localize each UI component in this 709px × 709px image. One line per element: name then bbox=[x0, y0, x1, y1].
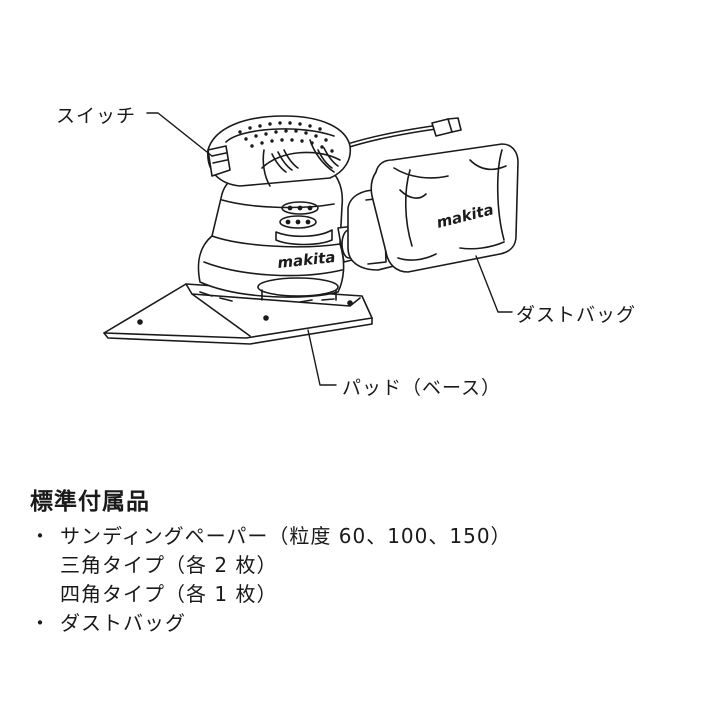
leader-lines bbox=[146, 112, 513, 386]
sander-body bbox=[197, 165, 345, 301]
bullet: ・ bbox=[30, 611, 51, 635]
leader-switch bbox=[146, 112, 213, 157]
switch-label: スイッチ bbox=[56, 105, 137, 127]
accessory-item-text: ダストバッグ bbox=[60, 611, 186, 635]
accessory-item: ・ ダストバッグ bbox=[30, 609, 185, 638]
accessories-title: 標準付属品 bbox=[30, 489, 150, 515]
top-grip bbox=[207, 115, 352, 187]
accessory-item: ・ サンディングペーパー（粒度 60、100、150） bbox=[30, 522, 511, 551]
dust-bag bbox=[347, 143, 519, 273]
leader-pad bbox=[307, 329, 337, 386]
accessory-subitem-text: 三角タイプ（各 2 枚） bbox=[60, 553, 278, 577]
standard-accessories: 標準付属品 ・ サンディングペーパー（粒度 60、100、150） 三角タイプ（… bbox=[30, 482, 511, 638]
power-switch bbox=[207, 145, 231, 177]
bullet: ・ bbox=[30, 524, 51, 548]
dust-bag-label: ダストバッグ bbox=[516, 304, 637, 326]
pad-label: パッド（ベース） bbox=[342, 377, 502, 399]
leader-dust-bag bbox=[475, 255, 513, 313]
accessory-subitem: 三角タイプ（各 2 枚） bbox=[30, 551, 276, 580]
accessory-item-text: サンディングペーパー（粒度 60、100、150） bbox=[60, 524, 512, 548]
makita-logo-body: makita bbox=[277, 248, 337, 272]
accessory-subitem: 四角タイプ（各 1 枚） bbox=[30, 580, 276, 609]
accessory-subitem-text: 四角タイプ（各 1 枚） bbox=[60, 582, 278, 606]
